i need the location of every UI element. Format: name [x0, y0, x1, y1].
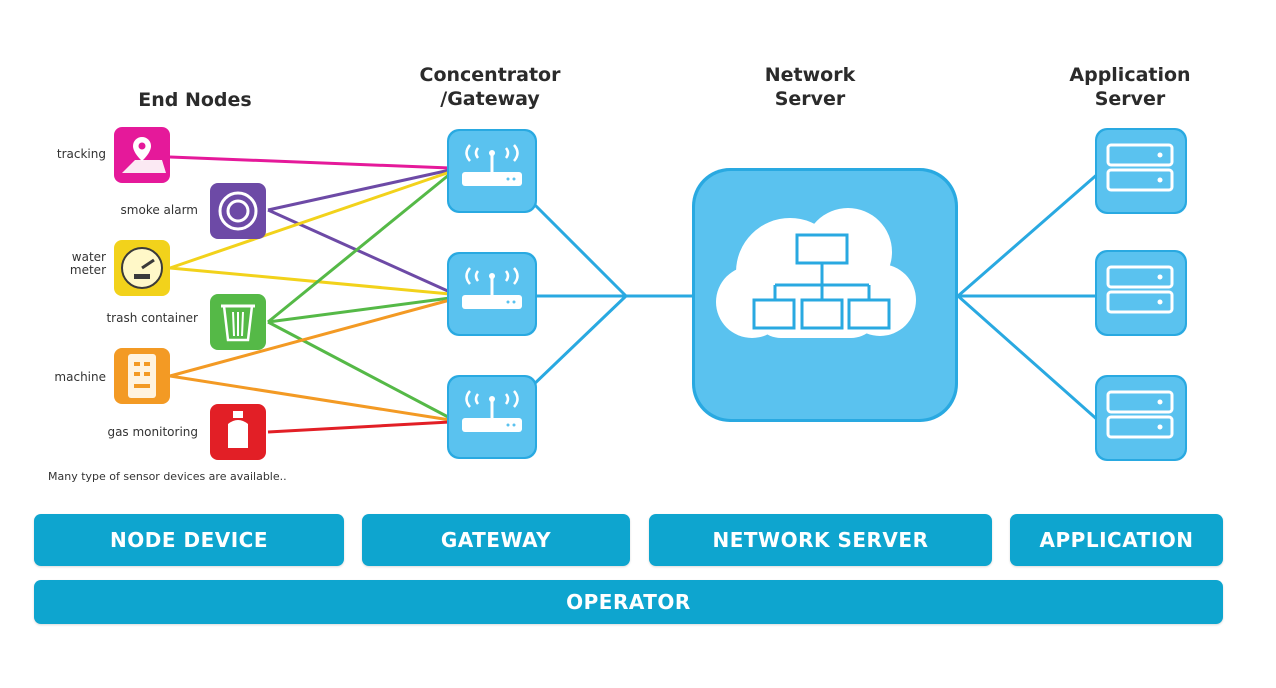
- end-node-label-trash-container: trash container: [106, 311, 198, 325]
- smoke-alarm-icon: [210, 183, 266, 239]
- link-trash-gw2: [267, 296, 451, 324]
- gateway-title: Concentrator /Gateway: [419, 64, 561, 110]
- gateway-2-icon: [447, 252, 537, 336]
- gas-cylinder-icon: [210, 404, 266, 460]
- end-node-label-water-meter: water meter: [69, 250, 106, 277]
- link-machine-gw3: [169, 374, 451, 422]
- gateway-bar: GATEWAY: [362, 514, 630, 566]
- link-machine-gw2: [169, 298, 451, 378]
- link-water-gw2: [169, 266, 451, 296]
- gateway-1-icon: [447, 129, 537, 213]
- gateways: [447, 129, 537, 459]
- gauge-icon: [114, 240, 170, 296]
- end-node-label-gas-monitoring: gas monitoring: [107, 425, 198, 439]
- gateway-3-icon: [447, 375, 537, 459]
- link-water-gw1: [169, 170, 451, 270]
- app-server-2-icon: [1095, 250, 1187, 336]
- network-server-title: Network Server: [764, 64, 856, 110]
- sensor-caption: Many type of sensor devices are availabl…: [48, 470, 287, 483]
- end-node-label-tracking: tracking: [56, 147, 106, 161]
- hierarchy-icon: [752, 233, 891, 330]
- trash-bin-icon: [210, 294, 266, 350]
- network-server-bar: NETWORK SERVER: [649, 514, 992, 566]
- end-node-icons: [114, 127, 266, 460]
- link-trash-gw3: [267, 320, 451, 420]
- network-server-icon: [692, 168, 958, 422]
- operator-bar: OPERATOR: [34, 580, 1223, 624]
- application-bar: APPLICATION: [1010, 514, 1223, 566]
- end-nodes-title: End Nodes: [138, 89, 252, 111]
- link-trash-gw1: [267, 172, 451, 324]
- link-smoke-gw1: [267, 168, 451, 212]
- end-node-label-smoke-alarm: smoke alarm: [120, 203, 198, 217]
- application-servers: [1095, 128, 1187, 461]
- server-app-links: [955, 170, 1101, 424]
- app-server-3-icon: [1095, 375, 1187, 461]
- app-server-1-icon: [1095, 128, 1187, 214]
- link-gw1-hub: [528, 198, 628, 298]
- link-hub-app1: [957, 170, 1101, 298]
- map-pin-icon: [114, 127, 170, 183]
- machine-icon: [114, 348, 170, 404]
- node-gateway-links: [169, 155, 451, 434]
- end-node-label-machine: machine: [54, 370, 106, 384]
- link-gw3-hub: [528, 294, 628, 390]
- link-tracking-gw1: [169, 155, 451, 170]
- link-gas-gw3: [267, 420, 451, 434]
- node-device-bar: NODE DEVICE: [34, 514, 344, 566]
- link-hub-app3: [957, 294, 1101, 424]
- application-server-title: Application Server: [1069, 64, 1191, 110]
- gateway-server-links: [528, 198, 700, 390]
